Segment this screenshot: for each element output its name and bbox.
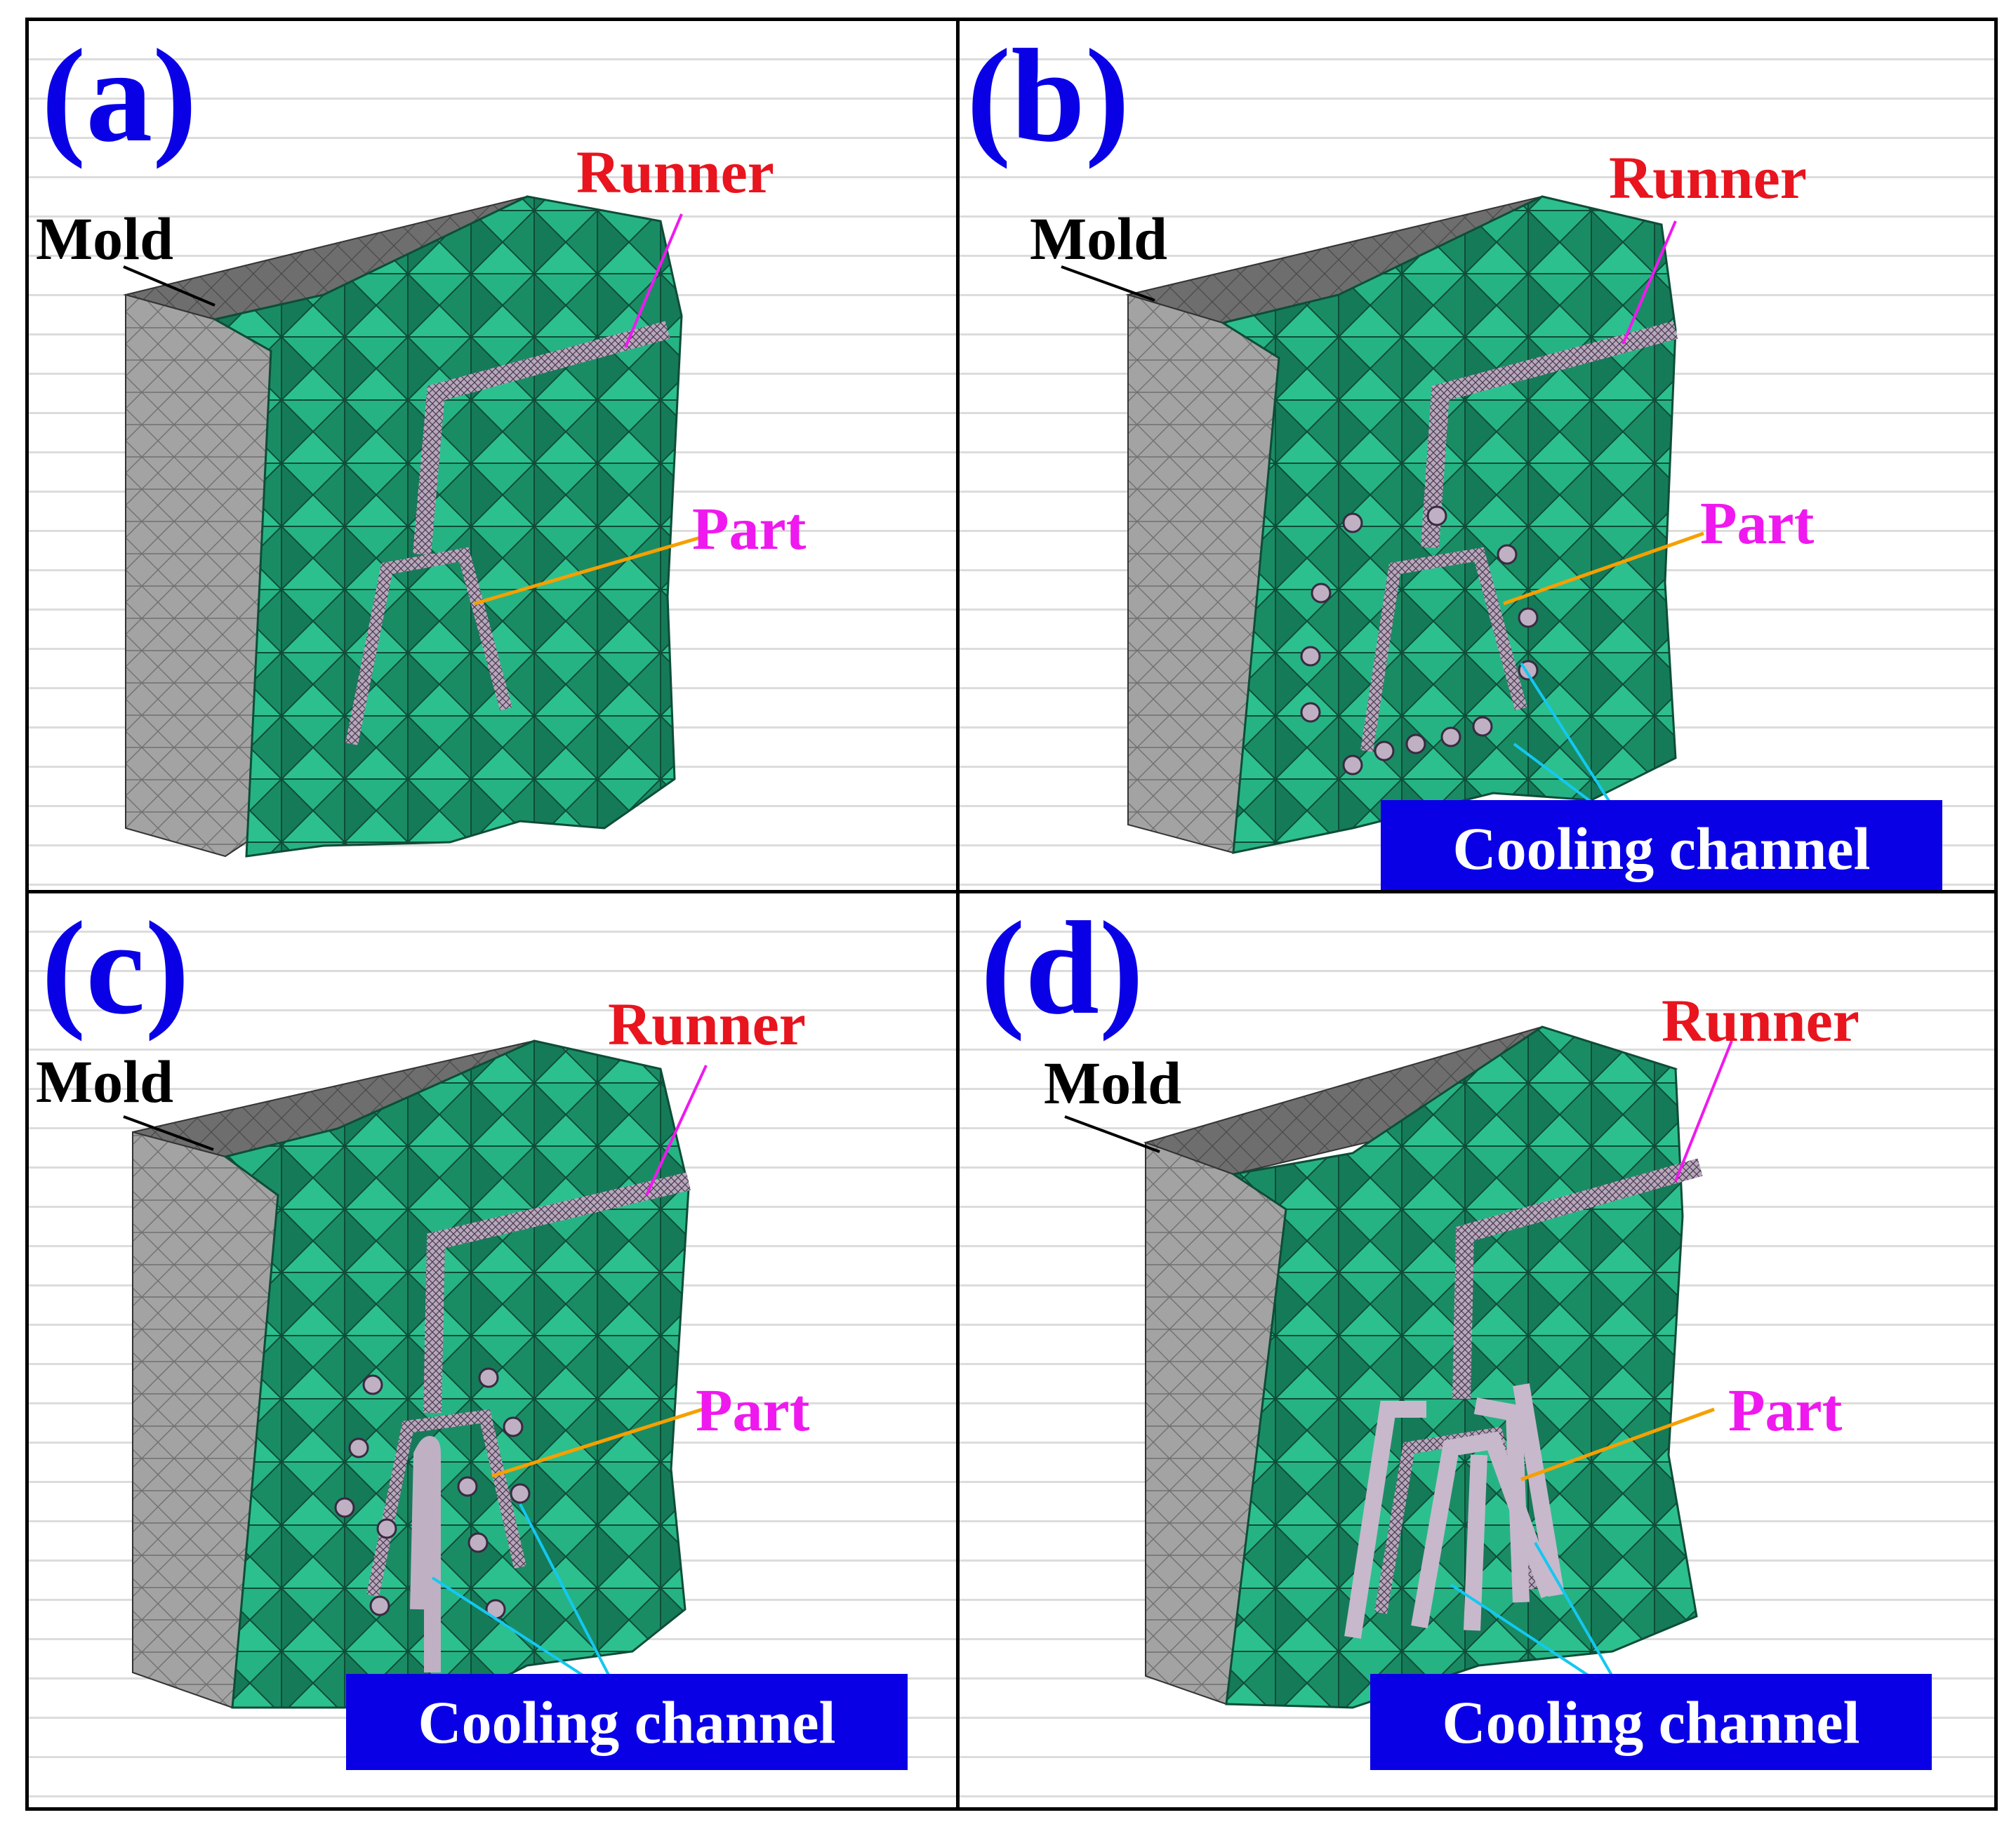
panel-a: (a) Mold Runner Part — [29, 21, 956, 890]
part-leader — [1503, 531, 1704, 606]
runner-label: Runner — [1609, 144, 1807, 211]
cooling-channel-label: Cooling channel — [1370, 1674, 1932, 1770]
part-cavity — [345, 547, 512, 745]
cooling-channel-holes — [1300, 505, 1539, 776]
part-leader — [474, 535, 703, 606]
mold-label: Mold — [1030, 205, 1167, 272]
runner-channel — [423, 1172, 691, 1414]
runner-channel — [1452, 1158, 1703, 1399]
runner-label: Runner — [576, 138, 774, 206]
part-label: Part — [696, 1376, 810, 1444]
runner-label: Runner — [1662, 987, 1859, 1054]
panel-label-c: (c) — [41, 895, 190, 1042]
vertical-divider — [956, 18, 960, 1811]
runner-leader — [1622, 220, 1677, 345]
part-cavity — [366, 1409, 526, 1597]
panel-b: (b) Mold Runner Part Cooling channel — [960, 21, 1994, 890]
mold-side-face — [125, 293, 272, 858]
mold-mesh-illustration — [1061, 195, 1704, 854]
mold-leader — [123, 265, 215, 307]
mold-mesh-illustration — [123, 195, 703, 858]
panel-label-d: (d) — [981, 895, 1144, 1042]
mold-mesh-illustration — [123, 1039, 708, 1709]
part-label: Part — [692, 495, 807, 562]
part-cavity — [1360, 547, 1527, 752]
part-leader — [491, 1407, 703, 1478]
runner-leader — [645, 1065, 708, 1196]
panel-label-b: (b) — [967, 22, 1130, 170]
cooling-channel-tubes — [1344, 1383, 1565, 1639]
runner-channel — [413, 321, 670, 556]
cooling-channel-holes — [334, 1367, 531, 1620]
horizontal-divider — [25, 890, 1998, 893]
panel-d: (d) Mold Runner Part Cooling channel — [960, 893, 1994, 1807]
mold-leader — [1064, 1115, 1160, 1153]
cooling-channel-label: Cooling channel — [1381, 800, 1942, 890]
cooling-channel-label: Cooling channel — [346, 1674, 908, 1770]
mold-cut-face — [223, 1039, 690, 1709]
runner-label: Runner — [608, 990, 806, 1058]
mold-leader — [123, 1115, 214, 1151]
runner-leader — [1674, 1040, 1733, 1182]
mold-label: Mold — [36, 1048, 173, 1115]
runner-leader — [624, 213, 683, 348]
cooling-channel-inner — [410, 1436, 441, 1672]
mold-leader — [1061, 265, 1155, 302]
part-label: Part — [1728, 1376, 1843, 1444]
panel-c: (c) Mold Runner Part Cooling channel — [29, 893, 956, 1807]
runner-channel — [1421, 321, 1678, 548]
part-leader — [1520, 1407, 1715, 1482]
part-label: Part — [1700, 489, 1815, 557]
panel-label-a: (a) — [41, 22, 197, 170]
mold-label: Mold — [36, 205, 173, 272]
mold-label: Mold — [1044, 1049, 1181, 1117]
mold-mesh-illustration — [1064, 1025, 1733, 1709]
